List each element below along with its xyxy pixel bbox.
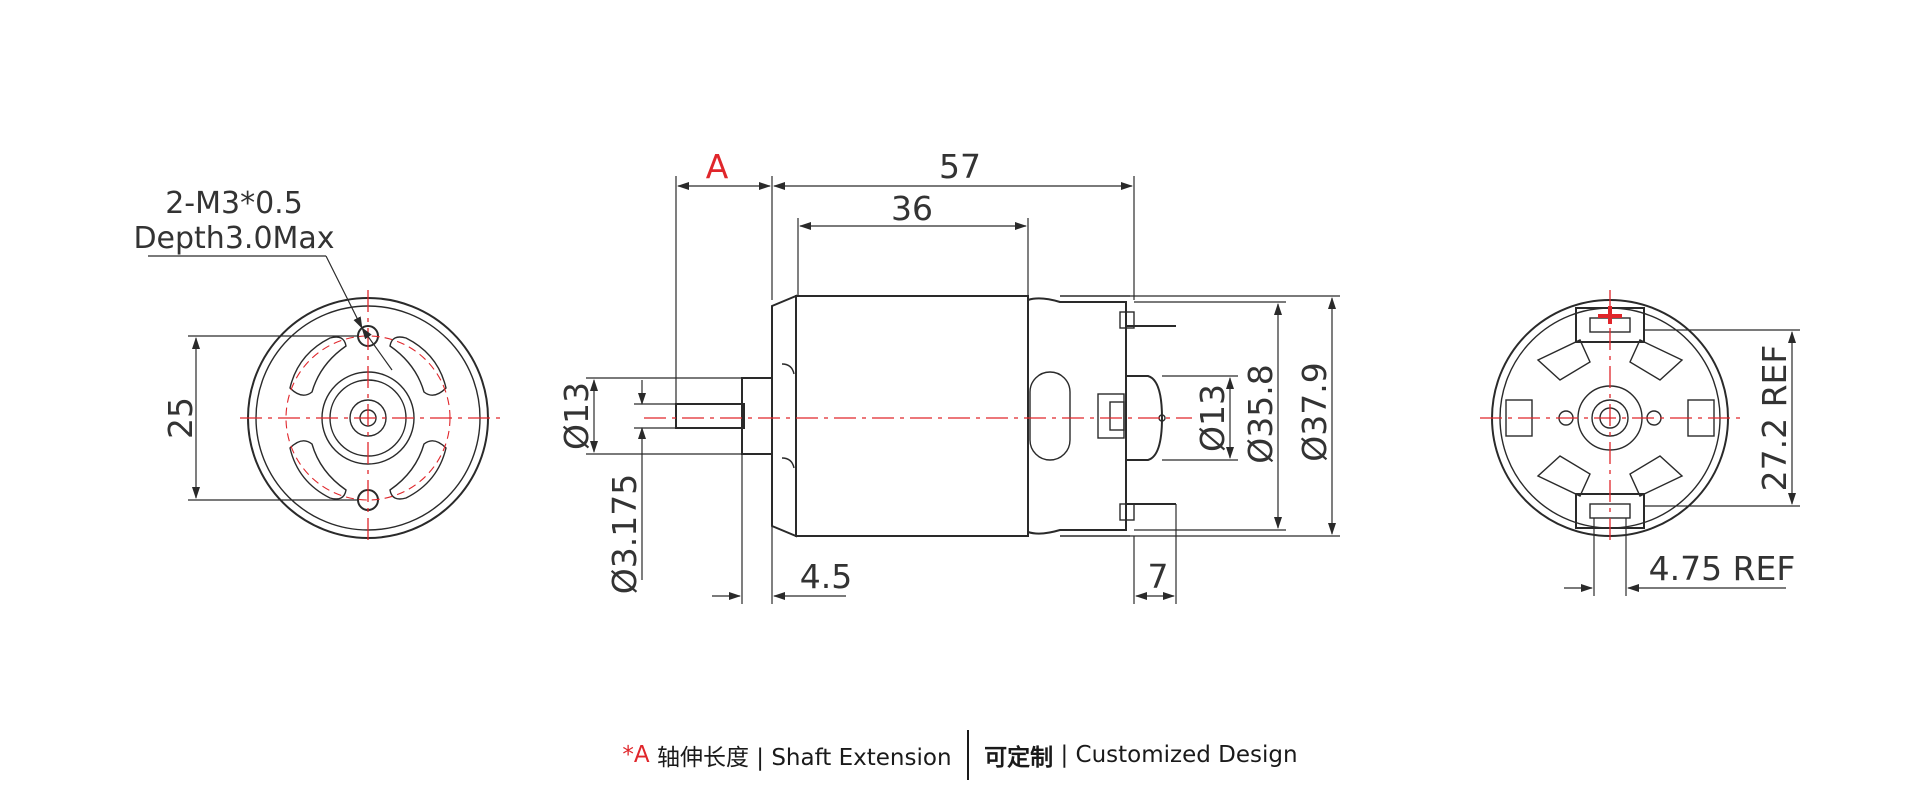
endcap-boss-dia-text: Ø13 [1193,384,1232,452]
caption-asterisk: *A [622,742,650,768]
thread-leader [325,255,363,329]
brush-window [1029,371,1071,461]
bearing-boss-dia-text: Ø13 [557,382,596,450]
boss-length-text: 4.5 [800,557,852,596]
terminal-width-text: 4.75 REF [1649,549,1796,588]
caption-divider [966,730,969,780]
rear-slot-tr [1629,339,1684,381]
can-dia-text: Ø35.8 [1241,364,1280,463]
rear-slot-br [1629,455,1684,497]
bearing-boss [741,377,773,455]
front-vent-slot-tl [289,336,347,396]
front-vent-slot-tr [389,336,447,396]
caption-customizable: 可定制 [984,745,1054,771]
body-dia-text: Ø37.9 [1295,362,1334,461]
can-length-text: 36 [891,189,933,228]
terminal-length-text: 7 [1148,557,1169,596]
motor-can [795,295,1029,537]
rear-view: 27.2 REF 4.75 REF [1480,290,1800,596]
overall-length-text: 57 [939,147,981,186]
shaft-extension-label: A [706,147,729,186]
caption-shaft-extension: 轴伸长度 | Shaft Extension [656,745,952,771]
side-view: A 57 36 Ø13 Ø3.175 4.5 7 [557,147,1340,604]
rear-slot-tl [1536,339,1591,381]
endcap-boss [1125,375,1164,461]
rear-slot-bl [1536,455,1591,497]
caption: *A 轴伸长度 | Shaft Extension 可定制 | Customiz… [0,730,1920,780]
front-end-bell [771,294,797,538]
caption-customized-design: | Customized Design [1060,742,1298,768]
front-vent-slot-bl [289,440,347,500]
mounting-spacing-text: 25 [161,397,200,439]
rear-end-cap [1027,297,1127,535]
shaft-dia-text: Ø3.175 [605,474,644,594]
thread-note-line2: Depth3.0Max [133,221,334,256]
front-vent-slot-br [389,440,447,500]
endcap-bushing [1097,393,1125,439]
thread-note-line1: 2-M3*0.5 [165,186,303,221]
terminal-spacing-text: 27.2 REF [1755,345,1794,492]
motor-shaft [675,403,745,429]
front-view: 25 2-M3*0.5 Depth3.0Max [133,186,500,545]
